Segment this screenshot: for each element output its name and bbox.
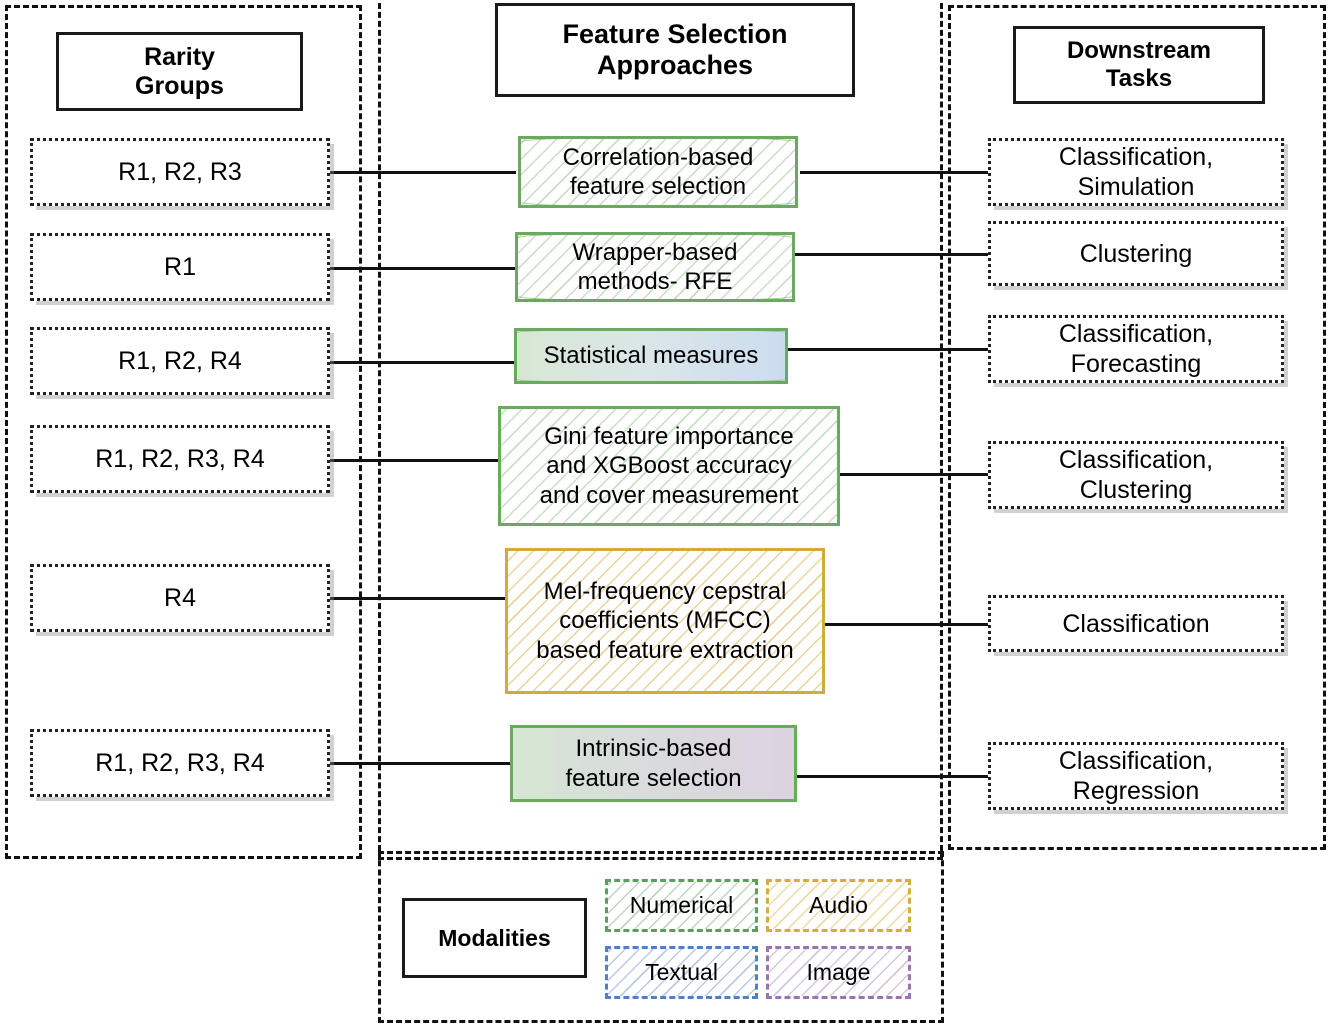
legend-chip-textual[interactable]: Textual [605, 946, 758, 999]
task-box-5[interactable]: Classification [988, 595, 1284, 652]
approach-box-wrapper[interactable]: Wrapper-based methods- RFE [515, 232, 795, 302]
connector-left-1 [330, 171, 516, 174]
header-downstream-tasks: Downstream Tasks [1013, 26, 1265, 104]
connector-left-3 [330, 361, 516, 364]
approach-label-2: Wrapper-based methods- RFE [572, 238, 738, 295]
header-feature-selection: Feature Selection Approaches [495, 3, 855, 97]
approach-label-4: Gini feature importance and XGBoost accu… [539, 423, 799, 509]
rarity-box-6[interactable]: R1, R2, R3, R4 [30, 729, 330, 797]
approach-label-1: Correlation-based feature selection [562, 143, 754, 200]
connector-left-5 [330, 597, 507, 600]
legend-chip-label-numerical: Numerical [629, 892, 734, 918]
task-box-6[interactable]: Classification, Regression [988, 742, 1284, 810]
approach-label-6: Intrinsic-based feature selection [565, 735, 742, 792]
connector-left-2 [330, 267, 516, 270]
task-box-2[interactable]: Clustering [988, 221, 1284, 286]
rarity-box-4[interactable]: R1, R2, R3, R4 [30, 425, 330, 493]
connector-left-6 [330, 762, 512, 765]
approach-box-statistical[interactable]: Statistical measures [514, 328, 788, 384]
rarity-box-3[interactable]: R1, R2, R4 [30, 327, 330, 395]
legend-chip-numerical[interactable]: Numerical [605, 879, 758, 932]
connector-right-6 [797, 775, 990, 778]
rarity-box-2[interactable]: R1 [30, 233, 330, 301]
panel-downstream-tasks [948, 5, 1326, 850]
connector-left-4 [330, 459, 500, 462]
legend-chip-audio[interactable]: Audio [766, 879, 911, 932]
task-box-1[interactable]: Classification, Simulation [988, 138, 1284, 206]
connector-right-3 [788, 348, 990, 351]
approach-label-5: Mel-frequency cepstral coefficients (MFC… [536, 578, 794, 664]
legend-chip-image[interactable]: Image [766, 946, 911, 999]
approach-label-3: Statistical measures [543, 342, 759, 370]
legend-chip-label-audio: Audio [809, 892, 868, 918]
panel-modalities-legend [378, 851, 944, 1023]
header-rarity-groups: Rarity Groups [56, 32, 303, 111]
approach-box-intrinsic[interactable]: Intrinsic-based feature selection [510, 725, 797, 802]
task-box-4[interactable]: Classification, Clustering [988, 441, 1284, 509]
connector-right-1 [800, 171, 990, 174]
rarity-box-5[interactable]: R4 [30, 564, 330, 632]
approach-box-correlation[interactable]: Correlation-based feature selection [518, 136, 798, 208]
legend-chip-label-image: Image [806, 959, 871, 985]
connector-right-5 [825, 623, 990, 626]
approach-box-gini[interactable]: Gini feature importance and XGBoost accu… [498, 406, 840, 526]
rarity-box-1[interactable]: R1, R2, R3 [30, 138, 330, 206]
approach-box-mfcc[interactable]: Mel-frequency cepstral coefficients (MFC… [505, 548, 825, 694]
panel-rarity-groups [5, 5, 362, 859]
connector-right-2 [795, 253, 990, 256]
task-box-3[interactable]: Classification, Forecasting [988, 315, 1284, 383]
legend-title-modalities: Modalities [402, 898, 587, 978]
connector-right-4 [840, 473, 990, 476]
panel-feature-selection [378, 0, 943, 860]
legend-chip-label-textual: Textual [645, 959, 718, 985]
